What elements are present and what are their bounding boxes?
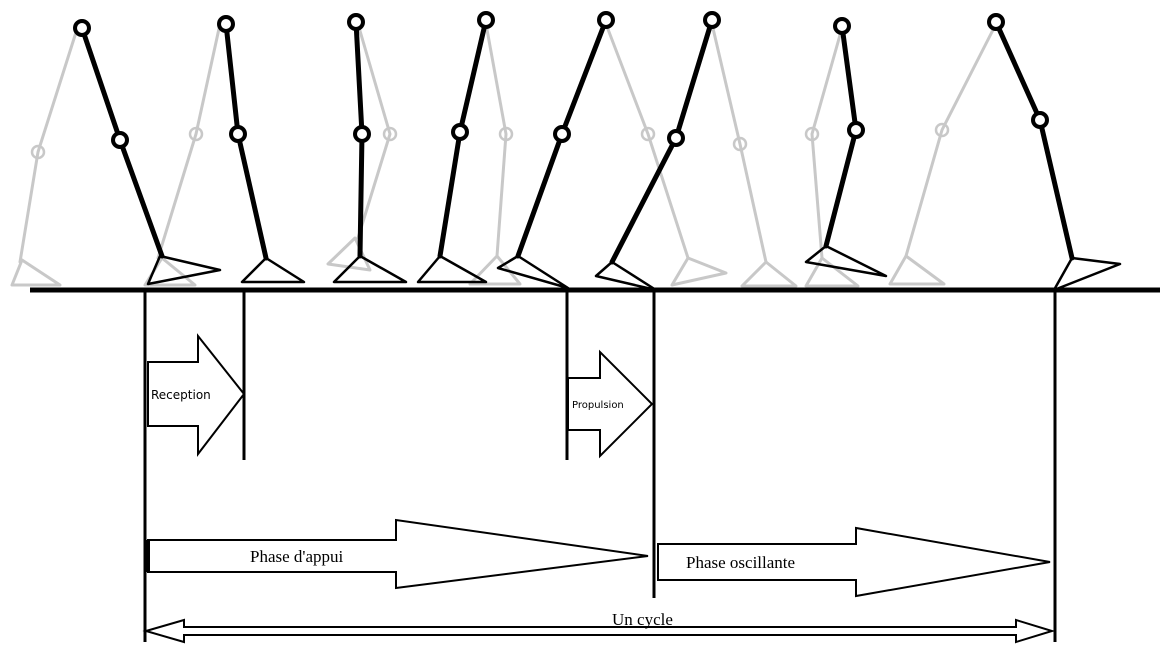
ghost-leg-8 xyxy=(888,22,998,286)
contralateral-legs xyxy=(10,22,998,288)
cycle-label: Un cycle xyxy=(612,610,673,629)
reference-legs xyxy=(73,11,1122,292)
cycle-arrow: Un cycle xyxy=(142,610,1056,644)
reference-leg-6 xyxy=(594,11,721,292)
propulsion-label: Propulsion xyxy=(572,400,624,411)
reference-leg-3 xyxy=(332,13,408,284)
reception-arrow: Reception xyxy=(147,333,246,457)
reference-leg-4 xyxy=(416,11,495,284)
ghost-leg-6 xyxy=(710,22,798,288)
ghost-leg-1 xyxy=(10,24,80,287)
swing-phase-arrow: Phase oscillante xyxy=(657,526,1051,598)
reference-leg-2 xyxy=(217,15,306,284)
swing-phase-label: Phase oscillante xyxy=(686,553,795,572)
stance-phase-arrow: Phase d'appui xyxy=(146,518,649,590)
reference-leg-1 xyxy=(73,19,222,286)
propulsion-arrow: Propulsion xyxy=(567,349,654,459)
reference-leg-8 xyxy=(987,13,1122,292)
stance-phase-label: Phase d'appui xyxy=(250,547,344,566)
reception-label: Reception xyxy=(151,388,211,402)
event-markers xyxy=(143,290,1057,642)
ghost-leg-5 xyxy=(604,22,728,287)
reference-leg-7 xyxy=(804,17,888,278)
ghost-leg-7 xyxy=(804,26,860,288)
reference-leg-5 xyxy=(496,11,615,290)
